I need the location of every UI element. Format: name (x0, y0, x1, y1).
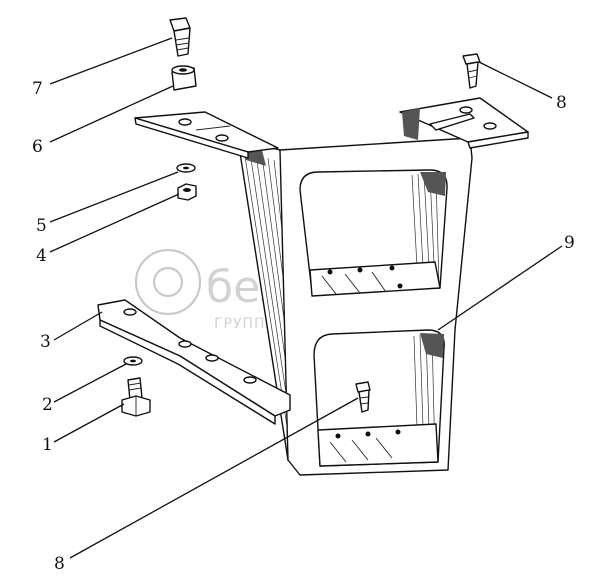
leader-9 (437, 245, 563, 331)
strap-hole (123, 308, 137, 316)
bolt-7-shank (173, 27, 191, 57)
leader-lines (49, 37, 563, 559)
bracket-upper-floor (309, 261, 441, 297)
left-flange-edge (134, 117, 249, 159)
callout-7: 7 (32, 79, 43, 99)
callout-9: 9 (564, 233, 575, 253)
callout-labels: 7 6 5 4 3 2 1 8 8 9 (32, 79, 575, 574)
leader-7 (49, 37, 173, 85)
bushing-6 (171, 65, 197, 91)
left-flange-slot (195, 125, 231, 131)
mounting-strap (97, 299, 291, 425)
strap-hole (243, 376, 257, 384)
callout-2: 2 (42, 395, 53, 415)
bracket-upper-weld (420, 172, 446, 196)
bolt-8-top (462, 53, 481, 89)
bolt-8-inner-head (355, 381, 371, 393)
leader-4 (49, 193, 180, 253)
right-flange-hole (483, 122, 497, 130)
washer-2 (123, 356, 143, 366)
washer-5-hole (183, 166, 189, 170)
bracket-lower-slots (329, 429, 401, 463)
bracket-body (237, 137, 473, 476)
right-flange-hole (459, 106, 473, 114)
strap-hole (205, 354, 219, 362)
right-flange-weld (402, 108, 420, 140)
bracket-lower-weld (420, 333, 444, 358)
nut-4-hole (183, 188, 191, 192)
callout-3: 3 (40, 332, 51, 352)
watermark-logo-inner (152, 266, 184, 298)
right-flange-slot (429, 113, 475, 131)
bracket-upper-slots (321, 265, 403, 295)
leader-6 (49, 85, 174, 143)
washer-5 (176, 163, 196, 173)
callout-5: 5 (36, 216, 47, 236)
callout-6: 6 (32, 137, 43, 157)
bolt-7 (169, 17, 191, 57)
callout-1: 1 (42, 435, 53, 455)
bolt-8-inner (355, 381, 371, 413)
leader-8-top (478, 61, 553, 99)
leader-2 (53, 363, 127, 403)
bolt-1 (121, 377, 151, 417)
watermark-logo-ring (134, 248, 202, 316)
bracket-lower-floor (317, 423, 439, 467)
bolt-8-top-shank (466, 61, 479, 89)
right-flange-edge (467, 131, 529, 149)
left-flange-hole (178, 118, 192, 126)
bushing-6-bore (179, 68, 187, 72)
washer-2-hole (130, 359, 136, 363)
callout-8-top: 8 (556, 93, 567, 113)
right-mounting-flange (399, 97, 529, 149)
leader-3 (53, 311, 103, 341)
leader-5 (49, 171, 179, 223)
leader-8-inner (69, 397, 359, 559)
nut-4 (177, 183, 197, 201)
strap-edge (99, 319, 276, 425)
bracket-upper-window (299, 169, 448, 293)
callout-4: 4 (36, 246, 47, 266)
leader-1 (53, 403, 125, 443)
strap-hole (178, 340, 192, 348)
left-mounting-flange (134, 111, 279, 159)
bolt-8-inner-shank (358, 389, 370, 413)
callout-8-inner: 8 (54, 554, 65, 574)
left-flange-hole (215, 134, 229, 142)
